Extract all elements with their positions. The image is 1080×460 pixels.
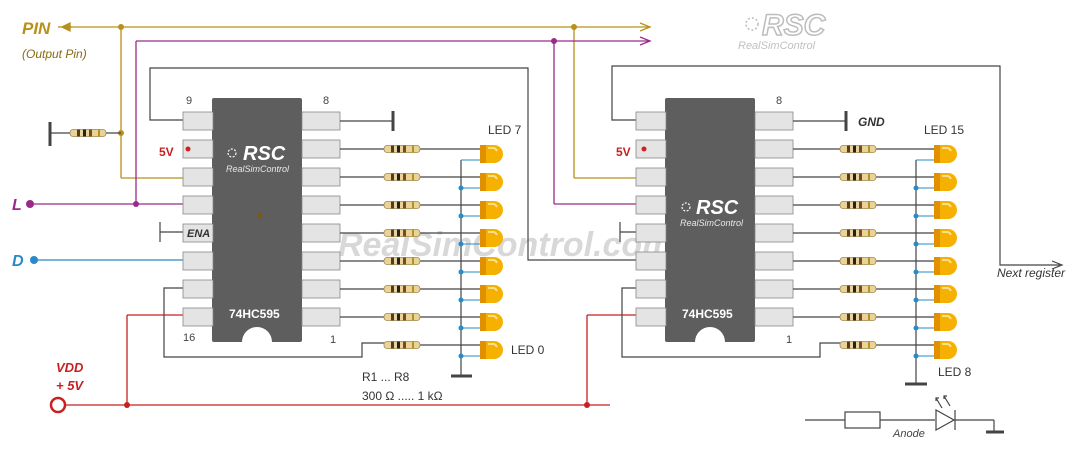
chip2-outputs — [793, 144, 958, 386]
l-wire — [30, 36, 652, 205]
chip1-pin16: 16 — [183, 332, 195, 344]
logo-subtitle: RealSimControl — [738, 40, 816, 52]
r-values-label: 300 Ω ..... 1 kΩ — [362, 389, 443, 403]
led15-label: LED 15 — [924, 123, 964, 137]
vdd-wire — [66, 314, 638, 406]
d-label: D — [12, 253, 24, 270]
chip2-pin1: 1 — [786, 334, 792, 346]
chip1-brand: RealSimControl — [226, 164, 290, 174]
logo-mark: RSC — [762, 9, 827, 42]
led-legend — [805, 395, 1004, 434]
chip1-aux-wires — [159, 222, 848, 358]
chip1-logo: RSC — [243, 143, 286, 165]
plus-5v-label: + 5V — [56, 378, 84, 393]
ena-label: ENA — [187, 228, 210, 240]
chip2-logo: RSC — [696, 197, 739, 219]
rsc-logo: RSC RealSimControl — [738, 8, 827, 52]
chip1-outputs — [340, 144, 504, 378]
next-register-label: Next register — [997, 266, 1066, 280]
chip-1: RSC RealSimControl 74HC595 — [182, 98, 341, 342]
pin-label: PIN — [22, 19, 51, 38]
chip1-pin1: 1 — [330, 334, 336, 346]
chip2-pin8: 8 — [776, 95, 782, 107]
anode-label: Anode — [892, 428, 925, 440]
led8-label: LED 8 — [938, 365, 972, 379]
gnd-label: GND — [858, 115, 885, 129]
led0-label: LED 0 — [511, 343, 545, 357]
chip1-pin8: 8 — [323, 95, 329, 107]
output-pin-label: (Output Pin) — [22, 47, 87, 61]
r-range-label: R1 ... R8 — [362, 370, 410, 384]
five-v-label-1: 5V — [159, 145, 174, 159]
d-wire — [30, 256, 185, 264]
chip1-pin9: 9 — [186, 95, 192, 107]
chip2-brand: RealSimControl — [680, 218, 744, 228]
chip-2: RSC RealSimControl 74HC595 — [635, 98, 794, 342]
chip1-part: 74HC595 — [229, 307, 280, 321]
vdd-label: VDD — [56, 360, 84, 375]
pin-wire — [58, 21, 652, 179]
chip2-part: 74HC595 — [682, 307, 733, 321]
l-label: L — [12, 197, 22, 214]
five-v-label-2: 5V — [616, 145, 631, 159]
cascade-wire — [149, 65, 1064, 270]
led7-label: LED 7 — [488, 123, 522, 137]
pull-resistor — [48, 122, 121, 146]
